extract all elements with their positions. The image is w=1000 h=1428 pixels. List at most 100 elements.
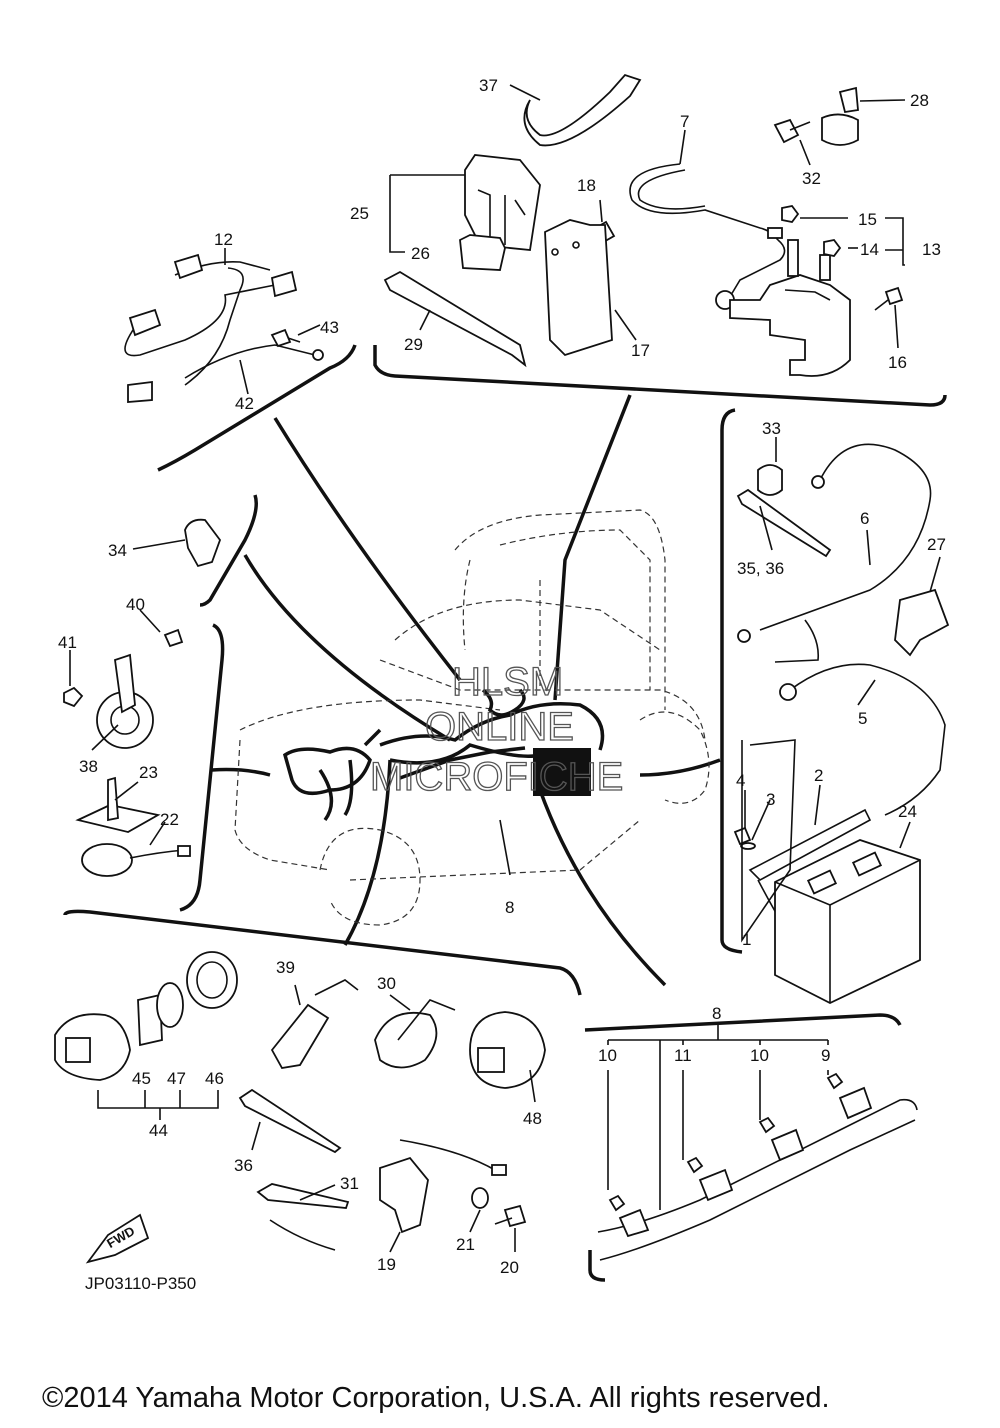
label-23: 23 <box>139 763 158 782</box>
wire-harness-on-vehicle <box>282 688 605 822</box>
part-46-cover <box>186 951 238 1009</box>
label-17: 17 <box>631 341 650 360</box>
label-45: 45 <box>132 1069 151 1088</box>
label-33: 33 <box>762 419 781 438</box>
label-24: 24 <box>898 802 917 821</box>
label-11: 11 <box>674 1046 692 1065</box>
part-14-nut <box>823 239 842 257</box>
watermark-line-1: HLSM <box>452 660 563 704</box>
part-34-clip <box>184 518 222 568</box>
label-10b: 10 <box>750 1046 769 1065</box>
label-28: 28 <box>910 91 929 110</box>
label-8-vehicle: 8 <box>505 898 514 917</box>
label-9: 9 <box>821 1046 830 1065</box>
label-26: 26 <box>411 244 430 263</box>
part-40-bolt <box>163 628 184 648</box>
part-32-bolt <box>773 118 811 144</box>
part-20-bolt <box>494 1204 527 1228</box>
copyright-notice: ©2014 Yamaha Motor Corporation, U.S.A. A… <box>42 1382 830 1414</box>
label-43: 43 <box>320 318 339 337</box>
part-3-washer <box>740 842 756 850</box>
part-44-main-switch <box>54 1013 131 1081</box>
label-44: 44 <box>149 1121 168 1140</box>
label-35-36: 35, 36 <box>737 559 784 578</box>
part-25-relay <box>464 154 541 251</box>
part-6-battery-cable <box>737 443 932 663</box>
label-leaders <box>69 84 941 1253</box>
label-3: 3 <box>766 790 775 809</box>
label-19: 19 <box>377 1255 396 1274</box>
part-42-ground-lead <box>184 344 324 379</box>
part-48-meter <box>469 1011 546 1089</box>
part-26-relay-block <box>459 234 506 271</box>
part-41-nut <box>63 686 84 708</box>
part-23-bracket <box>75 776 161 833</box>
part-17-controller <box>544 219 613 357</box>
label-15: 15 <box>858 210 877 229</box>
label-39: 39 <box>276 958 295 977</box>
part-36-cable-tie <box>238 1088 342 1154</box>
label-22: 22 <box>160 810 179 829</box>
part-28-clamp <box>821 86 859 146</box>
label-48: 48 <box>523 1109 542 1128</box>
fwd-arrow <box>85 1213 150 1264</box>
drawing-code: JP03110-P350 <box>85 1274 196 1293</box>
label-29: 29 <box>404 335 423 354</box>
label-31: 31 <box>340 1174 359 1193</box>
part-29-cable-tie <box>383 270 527 368</box>
label-41: 41 <box>58 633 77 652</box>
label-2: 2 <box>814 766 823 785</box>
part-31-cable-tie <box>256 1183 350 1251</box>
part-24-battery <box>774 839 921 1005</box>
label-13: 13 <box>922 240 941 259</box>
part-7-cable <box>629 163 786 310</box>
label-5: 5 <box>858 709 867 728</box>
label-7: 7 <box>680 112 689 131</box>
part-30-band <box>374 999 456 1069</box>
watermark-line-3: MICROFICHE <box>370 755 623 799</box>
part-37-cable-tie <box>523 73 642 147</box>
label-34: 34 <box>108 541 127 560</box>
part-35-36-cable-tie <box>736 488 832 558</box>
part-labels: 1 2 3 4 5 6 7 8 8 9 10 10 11 12 13 14 15… <box>58 76 946 1277</box>
label-1: 1 <box>742 930 751 949</box>
label-16: 16 <box>888 353 907 372</box>
part-27-terminal-cover <box>894 588 950 657</box>
part-13-solenoid <box>729 239 851 377</box>
label-27: 27 <box>927 535 946 554</box>
label-4: 4 <box>736 771 745 790</box>
watermark-line-2: ONLINE <box>425 705 574 749</box>
label-32: 32 <box>802 169 821 188</box>
label-46: 46 <box>205 1069 224 1088</box>
leader-lines <box>211 394 721 987</box>
part-45-washer <box>137 993 163 1047</box>
label-30: 30 <box>377 974 396 993</box>
label-18: 18 <box>577 176 596 195</box>
label-42: 42 <box>235 394 254 413</box>
part-22-sensor <box>81 843 191 877</box>
part-12-wire-lead <box>124 253 298 403</box>
part-21-washer <box>471 1187 489 1209</box>
part-38-horn <box>96 653 154 749</box>
label-6: 6 <box>860 509 869 528</box>
label-8-detail: 8 <box>712 1004 721 1023</box>
part-5-battery-cable <box>779 663 946 816</box>
vehicle-outline <box>234 509 710 926</box>
part-47-nut <box>156 982 184 1028</box>
harness-detail <box>597 1072 918 1261</box>
part-33-grommet <box>757 464 783 496</box>
label-36: 36 <box>234 1156 253 1175</box>
label-38: 38 <box>79 757 98 776</box>
label-40: 40 <box>126 595 145 614</box>
part-19-sensor <box>379 1139 507 1234</box>
label-14: 14 <box>860 240 879 259</box>
label-12: 12 <box>214 230 233 249</box>
part-16-bolt <box>874 286 904 311</box>
label-21: 21 <box>456 1235 475 1254</box>
group-frames <box>63 344 947 1282</box>
label-25: 25 <box>350 204 369 223</box>
label-10a: 10 <box>598 1046 617 1065</box>
part-43-bolt <box>270 328 301 348</box>
